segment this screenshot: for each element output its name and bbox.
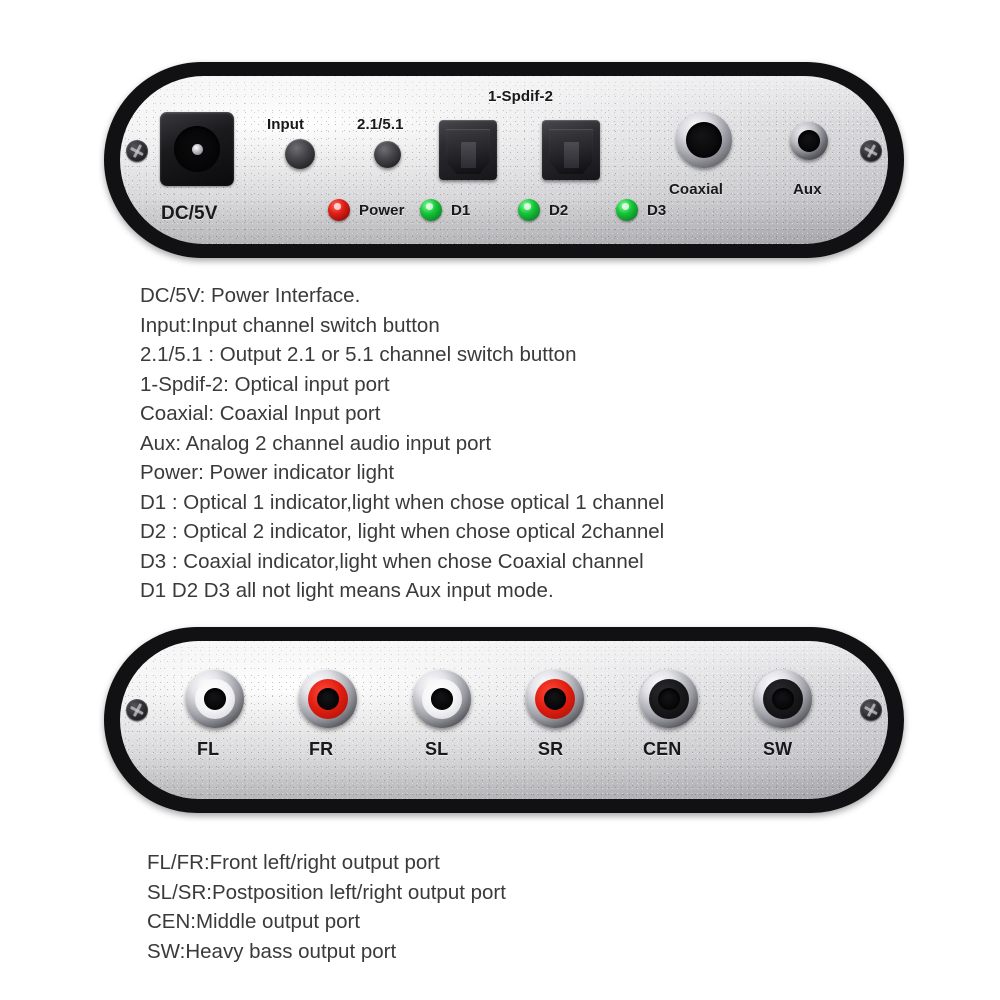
front-output-panel: FL FR SL SR CEN SW [104, 627, 904, 813]
rca-jack-cen[interactable] [640, 670, 698, 728]
rca-sr-label: SR [538, 739, 564, 759]
rca-jack-fl[interactable] [186, 670, 244, 728]
dc-jack-label: DC/5V [161, 203, 218, 224]
description-line: 1-Spdif-2: Optical input port [140, 372, 390, 396]
channel-mode-button[interactable] [374, 141, 401, 168]
optical-port-1-slot [460, 142, 476, 168]
description-line: 2.1/5.1 : Output 2.1 or 5.1 channel swit… [140, 343, 577, 366]
rca-sl-pinhole [431, 688, 453, 710]
d1-led [420, 199, 442, 221]
channel-mode-button-label: 2.1/5.1 [357, 116, 404, 133]
input-button-label: Input [267, 116, 305, 133]
rca-fr-label: FR [309, 739, 334, 759]
description-line: D1 : Optical 1 indicator,light when chos… [140, 490, 665, 514]
description-line: SL/SR:Postposition left/right output por… [147, 880, 506, 904]
aux-jack-label: Aux [793, 181, 822, 198]
optical-port-1[interactable] [439, 120, 497, 180]
input-button[interactable] [285, 139, 315, 169]
rca-sw-pinhole [772, 688, 794, 710]
coaxial-jack-label: Coaxial [669, 181, 724, 198]
rca-fl-label: FL [197, 739, 220, 759]
front-panel-faceplate [120, 641, 888, 799]
screw-icon [126, 699, 148, 721]
rca-sl-label: SL [425, 739, 449, 759]
spdif-group-label: 1-Spdif-2 [488, 88, 554, 105]
description-line: Aux: Analog 2 channel audio input port [140, 431, 492, 455]
aux-jack-hole [798, 130, 820, 152]
screw-icon [860, 699, 882, 721]
description-line: Input:Input channel switch button [140, 313, 440, 337]
description-line: SW:Heavy bass output port [147, 939, 397, 963]
screw-icon [860, 140, 882, 162]
screw-icon [126, 140, 148, 162]
rca-cen-label: CEN [643, 739, 682, 759]
optical-port-1-door [446, 129, 490, 174]
rca-sw-label: SW [763, 739, 793, 759]
coaxial-input-jack[interactable] [676, 112, 732, 168]
description-line: DC/5V: Power Interface. [140, 284, 361, 307]
rear-input-panel: DC/5V Input 2.1/5.1 1-Spdif-2 Coaxial [104, 62, 904, 258]
d1-led-label: D1 [451, 202, 471, 219]
aux-input-jack[interactable] [790, 122, 828, 160]
description-line: Power: Power indicator light [140, 461, 395, 484]
rca-fr-pinhole [317, 688, 339, 710]
rca-jack-sw[interactable] [754, 670, 812, 728]
description-line: Coaxial: Coaxial Input port [140, 402, 381, 425]
optical-port-2-door [549, 129, 593, 174]
rca-sr-pinhole [544, 688, 566, 710]
rca-jack-sl[interactable] [413, 670, 471, 728]
dc-jack-pin [192, 144, 203, 155]
optical-port-2[interactable] [542, 120, 600, 180]
d3-led [616, 199, 638, 221]
dc-power-jack[interactable] [160, 112, 234, 186]
rca-jack-fr[interactable] [299, 670, 357, 728]
description-line: CEN:Middle output port [147, 910, 361, 933]
coaxial-jack-hole [686, 122, 722, 158]
d2-led-label: D2 [549, 202, 569, 219]
description-line: D2 : Optical 2 indicator, light when cho… [140, 520, 665, 543]
power-led-label: Power [359, 202, 405, 219]
power-led [328, 199, 350, 221]
rca-cen-pinhole [658, 688, 680, 710]
input-panel-description: DC/5V: Power Interface. Input:Input chan… [140, 281, 664, 606]
rca-fl-pinhole [204, 688, 226, 710]
description-line: FL/FR:Front left/right output port [147, 851, 440, 874]
rca-jack-sr[interactable] [526, 670, 584, 728]
optical-port-2-slot [563, 142, 579, 168]
rear-panel-faceplate [120, 76, 888, 244]
d2-led [518, 199, 540, 221]
description-line: D1 D2 D3 all not light means Aux input m… [140, 579, 554, 602]
description-line: D3 : Coaxial indicator,light when chose … [140, 549, 644, 573]
d3-led-label: D3 [647, 202, 667, 219]
output-panel-description: FL/FR:Front left/right output port SL/SR… [147, 848, 506, 966]
